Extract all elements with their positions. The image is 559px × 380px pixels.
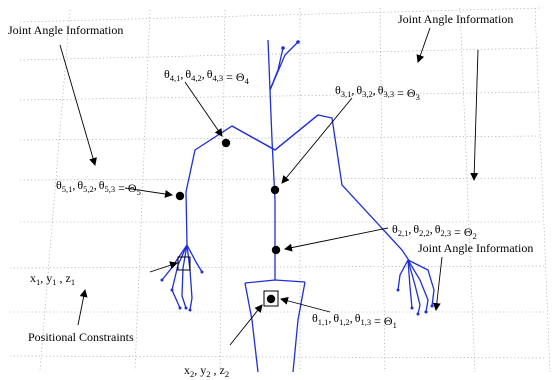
right-hand-finger <box>407 259 413 309</box>
arrow-theta4 <box>184 81 223 137</box>
label-positional-constraints: Positional Constraints <box>28 330 134 344</box>
arrow-theta-top-right-dot <box>470 49 479 181</box>
shoulder-line <box>231 114 319 151</box>
right-arm <box>274 114 411 263</box>
joint-marker-2 <box>271 245 281 255</box>
right-hand-finger <box>407 259 421 315</box>
skeleton-joints <box>160 40 434 316</box>
joint-marker-1 <box>266 294 276 304</box>
left-hand-finger <box>186 244 193 311</box>
left-arm <box>185 125 276 246</box>
label-joint-info-right: Joint Angle Information <box>418 241 533 255</box>
right-hand-finger <box>407 259 429 313</box>
right-hand-finger <box>397 259 409 291</box>
joint-marker-3 <box>270 185 280 195</box>
arrow-theta1 <box>280 296 331 313</box>
joint-marker-4 <box>221 138 231 148</box>
left-hand-finger <box>171 244 188 309</box>
arrow-joint-info-top-right <box>416 27 431 63</box>
arrow-joint-info-right <box>432 256 443 311</box>
right-hand-finger <box>407 259 435 307</box>
coord-label-bottom: x2, y2 , z2 <box>184 363 229 379</box>
joint-marker-5 <box>175 191 185 201</box>
theta-label-1: θ1,1,θ1,2,θ1,3 = Θ1 <box>312 311 397 330</box>
coord-label-left: x1, y1 , z1 <box>30 271 75 287</box>
label-joint-info-left: Joint Angle Information <box>8 23 123 37</box>
theta-label-4: θ4,1,θ4,2,θ4,3 = Θ4 <box>164 67 250 86</box>
joint-markers <box>175 138 281 304</box>
arrow-xyz-left <box>149 261 178 273</box>
pelvis <box>244 279 306 284</box>
spine <box>267 39 276 280</box>
positional-constraint-box-hand <box>177 256 191 271</box>
arrow-positional-hand <box>77 289 88 326</box>
label-joint-info-top-right: Joint Angle Information <box>398 12 513 26</box>
positional-constraint-box-pelvis <box>263 290 279 307</box>
coordinate-labels: x1, y1 , z1 x2, y2 , z2 <box>30 271 229 379</box>
theta-label-3: θ3,1,θ3,2,θ3,3 = Θ3 <box>335 83 420 102</box>
right-leg <box>292 281 306 373</box>
annotation-arrows <box>59 27 479 346</box>
theta-labels: θ4,1,θ4,2,θ4,3 = Θ4 θ3,1,θ3,2,θ3,3 = Θ3 θ5… <box>56 67 477 330</box>
theta-label-2: θ2,1,θ2,2,θ2,3 = Θ2 <box>392 222 477 241</box>
arrow-theta5 <box>124 187 173 198</box>
left-hand-finger <box>186 244 203 273</box>
arrow-positional-pelvis <box>229 304 263 346</box>
left-leg <box>244 282 259 373</box>
left-hand-finger <box>161 244 188 281</box>
arrow-theta2 <box>284 227 389 252</box>
theta-label-5: θ5,1,θ5,2,θ5,3 = Θ5 <box>56 178 141 197</box>
head-branch-right <box>269 47 284 91</box>
arrow-theta3 <box>281 97 353 184</box>
arrow-joint-info-left <box>59 44 97 166</box>
